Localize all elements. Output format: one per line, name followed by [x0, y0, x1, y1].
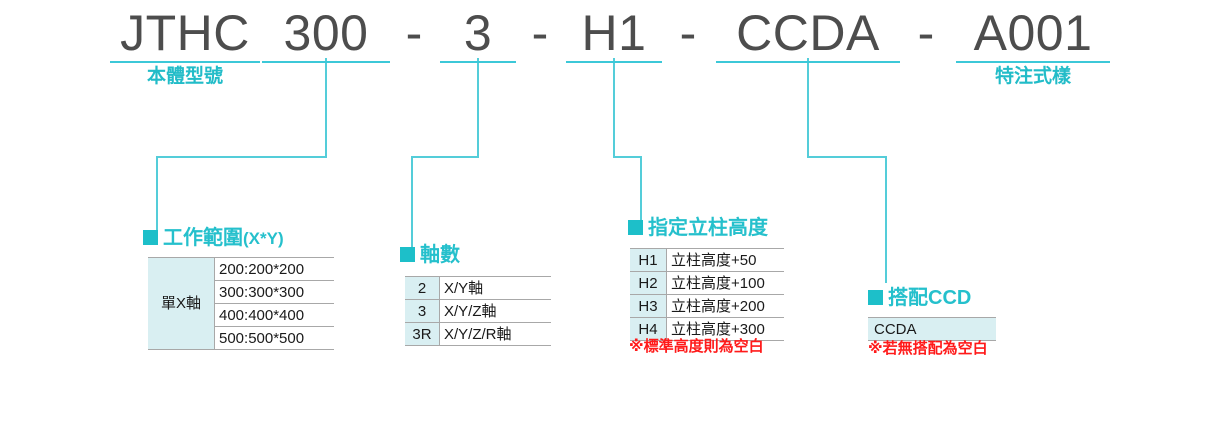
model-dash-1: - [405, 5, 423, 61]
group-ccd-title: 搭配CCD [868, 286, 971, 310]
model-segment-body-type: JTHC [110, 6, 260, 63]
model-segment-ccd: CCDA [716, 6, 900, 63]
axis-count-value: X/Y/Z軸 [439, 299, 551, 323]
group-ccd-title-sub: CCD [928, 287, 972, 309]
group-work-range-title: 工作範圍(X*Y) [143, 226, 284, 251]
connector-work-range [156, 58, 327, 232]
ccd-key: CCDA [868, 317, 996, 341]
model-dash-3: - [679, 5, 697, 61]
group-ccd-title-text: 搭配 [888, 287, 928, 309]
axis-count-key: 3 [405, 299, 440, 323]
axis-count-key: 2 [405, 276, 440, 300]
column-height-key: H2 [630, 271, 667, 295]
group-axis-count-title-text: 軸數 [420, 244, 460, 266]
table-work-range: 單X軸 200:200*200 300:300*300 400:400*400 … [148, 257, 334, 350]
note-column-height: ※標準高度則為空白 [629, 338, 764, 355]
column-height-value: 立柱高度+50 [666, 248, 784, 272]
table-column-height: H1 立柱高度+50 H2 立柱高度+100 H3 立柱高度+200 H4 立柱… [630, 248, 784, 341]
note-ccd: ※若無搭配為空白 [868, 340, 988, 357]
group-column-height-title: 指定立柱高度 [628, 216, 768, 240]
connector-column-height [613, 58, 642, 222]
axis-count-value: X/Y/Z/R軸 [439, 322, 551, 346]
table-row: H2 立柱高度+100 [630, 271, 784, 295]
work-range-value: 400:400*400 [214, 303, 334, 327]
table-row: H4 立柱高度+300 [630, 317, 784, 341]
work-range-value: 200:200*200 [214, 257, 334, 281]
axis-count-key: 3R [405, 322, 440, 346]
work-range-value: 300:300*300 [214, 280, 334, 304]
work-range-row-label: 單X軸 [148, 257, 215, 350]
group-axis-count-title: 軸數 [400, 243, 460, 267]
model-segment-work-range: 300 [262, 6, 390, 63]
axis-count-value: X/Y軸 [439, 276, 551, 300]
model-number-row: JTHC 本體型號 300 - 3 - H1 - CCDA - A001 特注式… [0, 5, 1210, 87]
model-caption-body-type: 本體型號 [146, 66, 223, 87]
model-segment-axis-count: 3 [440, 6, 516, 63]
work-range-value: 500:500*500 [214, 326, 334, 350]
column-height-value: 立柱高度+200 [666, 294, 784, 318]
column-height-key: H3 [630, 294, 667, 318]
table-row: H3 立柱高度+200 [630, 294, 784, 318]
square-bullet-icon [628, 220, 643, 235]
table-axis-count: 2 X/Y軸 3 X/Y/Z軸 3R X/Y/Z/R軸 [405, 276, 551, 346]
column-height-value: 立柱高度+100 [666, 271, 784, 295]
column-height-key: H4 [630, 317, 667, 341]
square-bullet-icon [143, 230, 158, 245]
group-column-height-title-text: 指定立柱高度 [648, 217, 768, 239]
group-work-range-title-sub: (X*Y) [243, 229, 284, 248]
model-dash-2: - [531, 5, 549, 61]
square-bullet-icon [868, 290, 883, 305]
model-caption-custom-spec: 特注式樣 [994, 66, 1071, 87]
model-dash-4: - [917, 5, 935, 61]
square-bullet-icon [400, 247, 415, 262]
table-row: 3 X/Y/Z軸 [405, 299, 551, 323]
model-segment-column-height: H1 [566, 6, 662, 63]
column-height-key: H1 [630, 248, 667, 272]
table-row: CCDA [868, 317, 996, 341]
column-height-value: 立柱高度+300 [666, 317, 784, 341]
connector-ccd [807, 58, 887, 283]
table-row: 3R X/Y/Z/R軸 [405, 322, 551, 346]
table-row: 500:500*500 [148, 326, 334, 350]
table-row: 單X軸 200:200*200 [148, 257, 334, 350]
connector-axis-count [411, 58, 479, 248]
group-work-range-title-text: 工作範圍 [163, 227, 243, 249]
table-row: 2 X/Y軸 [405, 276, 551, 300]
model-segment-custom-spec: A001 [956, 6, 1110, 63]
table-ccd: CCDA [868, 317, 996, 341]
table-row: H1 立柱高度+50 [630, 248, 784, 272]
